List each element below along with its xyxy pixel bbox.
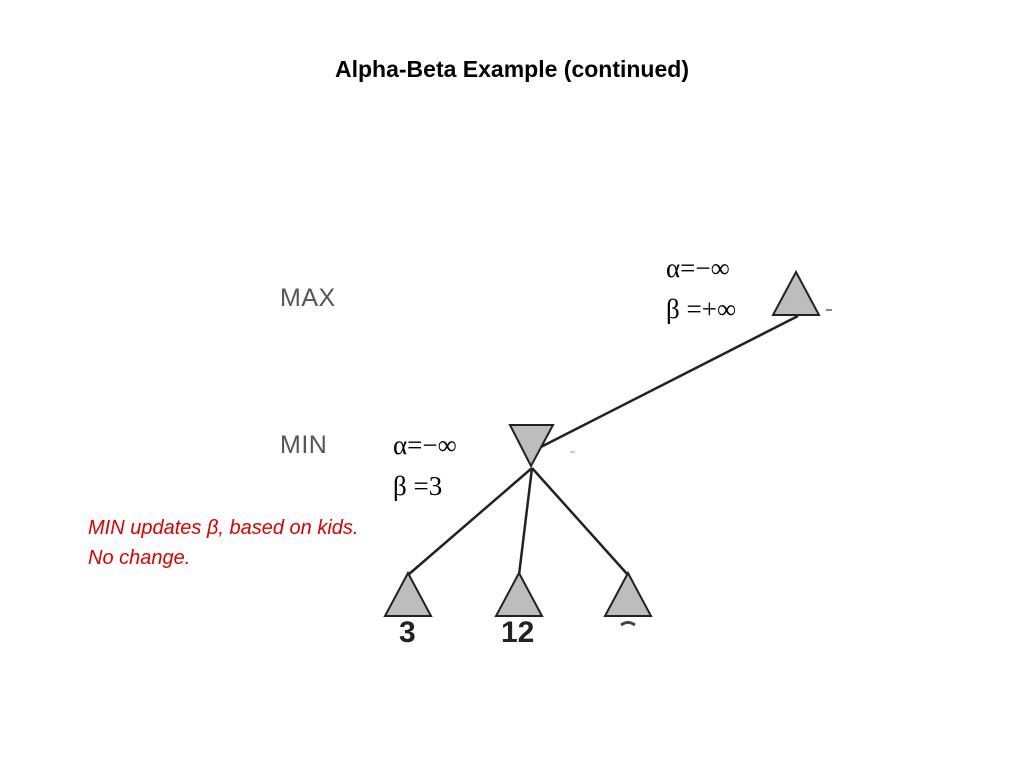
leaf-value-2: 12: [501, 616, 535, 649]
min-update-note: MIN updates β, based on kids. No change.: [88, 513, 358, 573]
edge-min-leaf-3: [531, 467, 629, 576]
min-node: [508, 424, 555, 469]
leaf-node-2: [494, 570, 544, 617]
note-line-1: MIN updates β, based on kids.: [88, 517, 359, 539]
edge-min-leaf-2: [517, 467, 534, 576]
edge-root-min: [530, 314, 799, 454]
note-line-2: No change.: [88, 547, 191, 569]
leaf-node-3: [603, 570, 653, 617]
min-level-label: MIN: [280, 431, 328, 459]
root-alpha: α=−∞: [666, 253, 730, 283]
leaf-3-value-fragment: [620, 621, 636, 627]
root-beta: β =+∞: [666, 294, 737, 324]
max-root-node: [771, 269, 821, 316]
max-level-label: MAX: [280, 284, 336, 312]
leaf-node-1: [383, 570, 433, 617]
slide-title: Alpha-Beta Example (continued): [335, 56, 689, 82]
min-node-alpha: α=−∞: [393, 430, 457, 460]
leaf-value-1: 3: [399, 616, 416, 649]
edge-min-leaf-1: [407, 467, 533, 576]
min-node-beta: β =3: [393, 471, 443, 501]
